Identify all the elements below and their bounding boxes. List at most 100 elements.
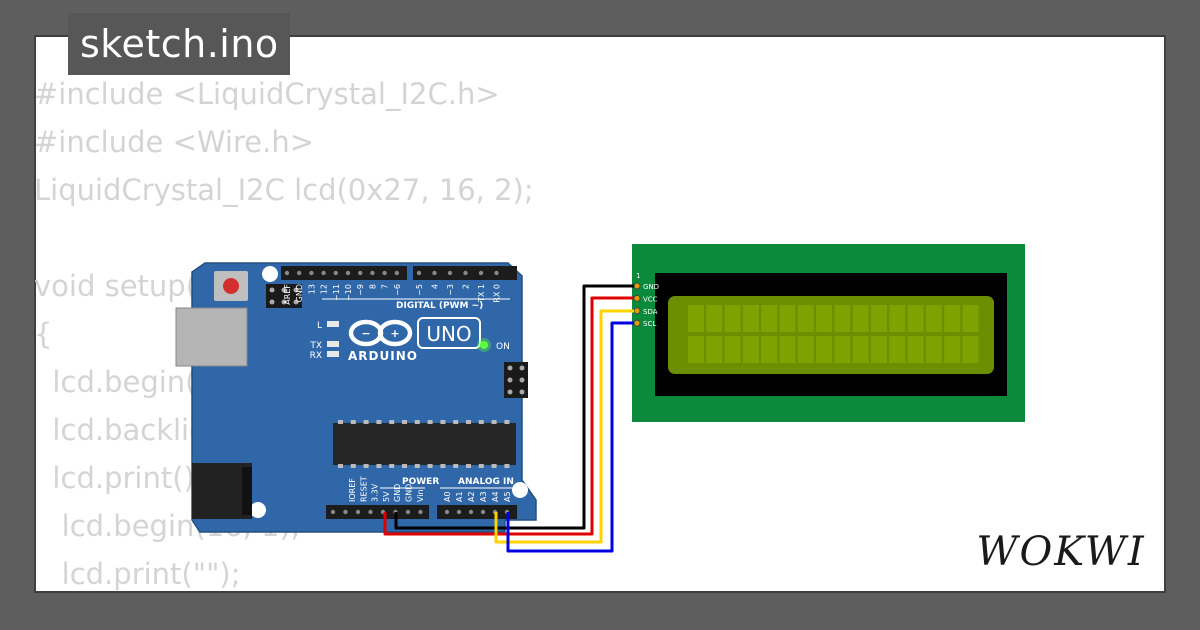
lcd-cell bbox=[761, 336, 778, 363]
digital-pin-label: ~3 bbox=[446, 284, 455, 296]
digital-pin-hole[interactable] bbox=[478, 270, 484, 276]
digital-pin-hole[interactable] bbox=[394, 270, 399, 276]
lcd-cell bbox=[742, 305, 759, 332]
power-header bbox=[326, 505, 429, 519]
lcd-character-cells bbox=[688, 305, 979, 363]
lcd-cell bbox=[962, 305, 979, 332]
lcd-cell bbox=[724, 336, 741, 363]
analog-pin-label: A3 bbox=[479, 491, 488, 502]
code-line: { bbox=[34, 317, 53, 351]
icsp2-header bbox=[504, 362, 528, 398]
code-line: void setup() bbox=[34, 269, 209, 303]
lcd-pin-label: SDA bbox=[643, 308, 658, 316]
lcd-pin-one-label: 1 bbox=[636, 272, 640, 280]
power-pin-label: IOREF bbox=[348, 478, 357, 502]
lcd-cell bbox=[852, 305, 869, 332]
lcd-cell bbox=[797, 305, 814, 332]
lcd-cell bbox=[688, 336, 704, 363]
lcd-pin-scl[interactable] bbox=[633, 319, 641, 327]
power-led bbox=[480, 341, 488, 349]
wokwi-logo: WOKWI bbox=[976, 529, 1145, 575]
digital-pin-hole[interactable] bbox=[309, 270, 314, 276]
atmega-chip bbox=[333, 420, 516, 468]
digital-pin-label: ~9 bbox=[356, 284, 365, 296]
lcd-cell bbox=[907, 336, 924, 363]
lcd-cell bbox=[852, 336, 869, 363]
power-pin-hole[interactable] bbox=[355, 509, 361, 515]
analog-pin-hole[interactable] bbox=[468, 509, 474, 515]
power-pin-hole[interactable] bbox=[330, 509, 336, 515]
reset-button[interactable] bbox=[214, 271, 248, 301]
wire-sda[interactable] bbox=[494, 309, 634, 544]
icsp-header bbox=[266, 284, 302, 308]
power-led-label: ON bbox=[496, 342, 510, 352]
analog-pin-label: A1 bbox=[455, 491, 464, 502]
power-pin-hole[interactable] bbox=[368, 509, 373, 515]
lcd-cell bbox=[706, 305, 723, 332]
wire-vcc[interactable] bbox=[383, 296, 634, 536]
mounting-hole bbox=[512, 482, 528, 498]
digital-pin-label: RX 0 bbox=[493, 284, 502, 303]
lcd-cell bbox=[797, 336, 814, 363]
power-pin-label: RESET bbox=[359, 476, 368, 502]
digital-pin-hole[interactable] bbox=[416, 270, 422, 276]
led-l bbox=[327, 321, 339, 327]
lcd-pin-label: SCL bbox=[643, 320, 656, 328]
analog-pin-hole[interactable] bbox=[480, 509, 486, 515]
wire-scl[interactable] bbox=[506, 321, 634, 553]
lcd-pin-sda[interactable] bbox=[633, 307, 641, 315]
lcd-cell bbox=[779, 305, 796, 332]
analog-pin-label: A4 bbox=[491, 491, 500, 502]
uno-badge bbox=[417, 317, 481, 349]
digital-pin-hole[interactable] bbox=[382, 270, 387, 276]
lcd-cell bbox=[871, 305, 887, 332]
digital-pin-hole[interactable] bbox=[284, 270, 290, 276]
lcd-pin-gnd[interactable] bbox=[633, 282, 641, 290]
lcd-cell bbox=[889, 305, 906, 332]
lcd-cell bbox=[761, 305, 778, 332]
digital-pin-label: 4 bbox=[431, 284, 440, 289]
power-pin-hole[interactable] bbox=[418, 509, 423, 515]
power-pin-hole[interactable] bbox=[343, 509, 348, 515]
digital-pin-hole[interactable] bbox=[494, 270, 499, 276]
wokwi-logo-text: WOKWI bbox=[976, 529, 1145, 575]
power-pin-label: Vin bbox=[416, 489, 425, 502]
digital-pin-label: 7 bbox=[381, 284, 390, 289]
digital-pin-label: 12 bbox=[320, 284, 329, 294]
svg-text:−: − bbox=[361, 327, 370, 340]
lcd-pin-vcc[interactable] bbox=[633, 294, 641, 302]
lcd-cell bbox=[834, 336, 851, 363]
digital-pin-label: ~11 bbox=[332, 284, 341, 301]
digital-pin-hole[interactable] bbox=[321, 270, 326, 276]
digital-pin-label: ~10 bbox=[344, 284, 353, 301]
digital-pin-hole[interactable] bbox=[432, 270, 437, 276]
analog-pin-hole[interactable] bbox=[444, 509, 450, 515]
power-pin-label: GND bbox=[405, 484, 414, 502]
digital-pin-hole[interactable] bbox=[297, 270, 302, 276]
usb-port bbox=[175, 307, 248, 367]
power-pin-hole[interactable] bbox=[405, 509, 411, 515]
lcd-cell bbox=[925, 305, 942, 332]
code-line: #include <Wire.h> bbox=[34, 125, 315, 159]
code-line: lcd.print(""); bbox=[34, 557, 241, 591]
lcd-cell bbox=[944, 336, 961, 363]
digital-pin-hole[interactable] bbox=[333, 270, 338, 276]
power-pin-label: 5V bbox=[382, 491, 391, 502]
wire-gnd[interactable] bbox=[394, 284, 634, 530]
code-listing: #include <LiquidCrystal_I2C.h>#include <… bbox=[34, 70, 534, 598]
led-rx-label: RX bbox=[310, 351, 322, 361]
digital-pin-hole[interactable] bbox=[358, 270, 363, 276]
mounting-hole bbox=[262, 266, 278, 282]
digital-pin-hole[interactable] bbox=[370, 270, 375, 276]
digital-pin-hole[interactable] bbox=[463, 270, 468, 276]
digital-pin-hole[interactable] bbox=[345, 270, 351, 276]
digital-pin-hole[interactable] bbox=[447, 270, 453, 276]
file-title-tab[interactable]: sketch.ino bbox=[68, 13, 290, 75]
analog-pin-hole[interactable] bbox=[456, 509, 462, 515]
digital-pin-label: AREF bbox=[283, 284, 292, 305]
digital-pin-label: 13 bbox=[307, 284, 316, 294]
power-header-label: POWER bbox=[402, 477, 439, 487]
